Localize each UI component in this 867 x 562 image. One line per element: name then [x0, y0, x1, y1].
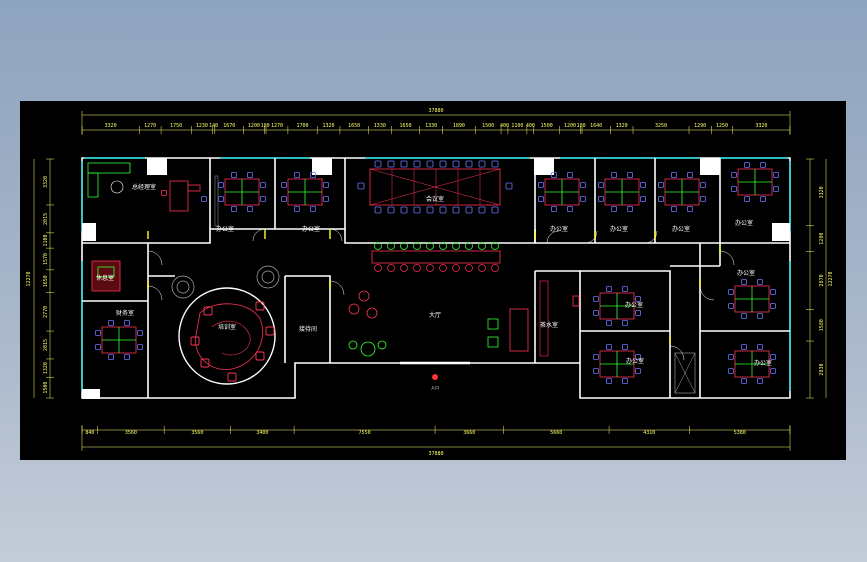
- bottom-dimension-3: 3400: [256, 430, 268, 436]
- right-dimension-4: 2830: [819, 364, 825, 376]
- left-dimension-4: 1650: [43, 275, 49, 287]
- room-label-office-3: 办公室: [550, 225, 568, 233]
- room-label-reception: 接待间: [299, 325, 317, 333]
- room-label-tea: 茶水室: [540, 321, 558, 329]
- bottom-dimension-7: 4310: [643, 430, 655, 436]
- bottom-dimension-0: 840: [85, 430, 94, 436]
- left-dimension-chain: 12270 3320 2015 1100 1570 1650 2770 2015 1320 15…: [26, 158, 54, 399]
- room-label-office-2: 办公室: [302, 225, 320, 233]
- room-label-office-5: 办公室: [672, 225, 690, 233]
- bottom-total-dimension: 37880: [428, 451, 443, 457]
- walls: [81, 157, 791, 399]
- top-dimension-27: 1250: [716, 123, 728, 129]
- furniture: [87, 160, 779, 394]
- room-label-office-4: 办公室: [610, 225, 628, 233]
- right-dimension-3: 1580: [819, 319, 825, 331]
- room-label-office-6: 办公室: [735, 219, 753, 227]
- bottom-dimension-1: 3560: [125, 430, 137, 436]
- top-dimension-18: 1100: [511, 123, 523, 129]
- room-label-office-7: 办公室: [625, 301, 643, 309]
- top-dimension-4: 140: [209, 123, 218, 129]
- left-dimension-3: 1570: [43, 253, 49, 265]
- top-dimension-8: 1270: [271, 123, 283, 129]
- bottom-dimension-2: 3560: [191, 430, 203, 436]
- top-dimension-22: 100: [577, 123, 586, 129]
- top-dimension-26: 1290: [694, 123, 706, 129]
- right-dimension-chain: 12270 3320 1280 2870 1580 2830: [806, 158, 834, 399]
- room-label-meeting: 会议室: [426, 195, 444, 203]
- room-label-finance: 财务室: [116, 309, 134, 317]
- left-dimension-7: 1320: [43, 362, 49, 374]
- left-dimension-1: 2015: [43, 213, 49, 225]
- top-dimension-23: 1640: [590, 123, 602, 129]
- top-dimension-2: 1750: [170, 123, 182, 129]
- room-label-office-9: 办公室: [737, 269, 755, 277]
- room-label-training: 培训室: [218, 323, 236, 331]
- left-dimension-6: 2015: [43, 339, 49, 351]
- top-dimension-11: 1650: [348, 123, 360, 129]
- top-dimension-16: 1500: [482, 123, 494, 129]
- top-dimension-3: 1230: [196, 123, 208, 129]
- bottom-dimension-8: 5380: [734, 430, 746, 436]
- top-total-dimension: 37880: [428, 108, 443, 114]
- top-dimension-9: 1700: [297, 123, 309, 129]
- top-dimension-6: 1200: [248, 123, 260, 129]
- bottom-dimension-chain: 37880 840 3560 3560 3400 7550 3660 5660 4310 538…: [81, 425, 791, 457]
- top-dimension-20: 1500: [541, 123, 553, 129]
- room-label-office-1: 办公室: [216, 225, 234, 233]
- left-dimension-2: 1100: [43, 234, 49, 246]
- room-label-lobby: 大厅: [429, 311, 441, 319]
- top-dimension-10: 1320: [323, 123, 335, 129]
- bottom-dimension-6: 5660: [550, 430, 562, 436]
- right-dimension-0: 3320: [819, 186, 825, 198]
- top-dimension-12: 1330: [374, 123, 386, 129]
- top-dimension-14: 1330: [425, 123, 437, 129]
- top-dimension-15: 1890: [453, 123, 465, 129]
- left-dimension-8: 1500: [43, 382, 49, 394]
- top-dimension-17: 400: [500, 123, 509, 129]
- top-dimension-5: 1670: [223, 123, 235, 129]
- room-label-office-10: 办公室: [754, 359, 772, 367]
- right-dimension-1: 1280: [819, 233, 825, 245]
- top-dimension-28: 3320: [755, 123, 767, 129]
- top-dimension-25: 3250: [655, 123, 667, 129]
- top-dimension-24: 1320: [616, 123, 628, 129]
- room-label-gm-office: 总经理室: [132, 183, 156, 191]
- top-dimension-7: 100: [261, 123, 270, 129]
- room-label-lounge: 休息室: [96, 274, 114, 282]
- top-dimension-21: 1200: [564, 123, 576, 129]
- top-dimension-1: 1270: [144, 123, 156, 129]
- top-dimension-19: 400: [526, 123, 535, 129]
- bottom-dimension-4: 7550: [359, 430, 371, 436]
- room-labels: 总经理室 办公室 办公室 会议室 办公室 办公室 办公室 办公室 休息室 财务室…: [96, 183, 772, 390]
- room-label-entrance: 入口: [431, 385, 439, 390]
- left-dimension-0: 3320: [43, 176, 49, 188]
- right-dimension-2: 2870: [819, 274, 825, 286]
- top-dimension-0: 3320: [105, 123, 117, 129]
- left-total-dimension: 12270: [26, 271, 32, 286]
- right-total-dimension: 12270: [828, 271, 834, 286]
- left-dimension-5: 2770: [43, 306, 49, 318]
- room-label-office-8: 办公室: [626, 357, 644, 365]
- top-dimension-13: 1650: [399, 123, 411, 129]
- bottom-dimension-5: 3660: [463, 430, 475, 436]
